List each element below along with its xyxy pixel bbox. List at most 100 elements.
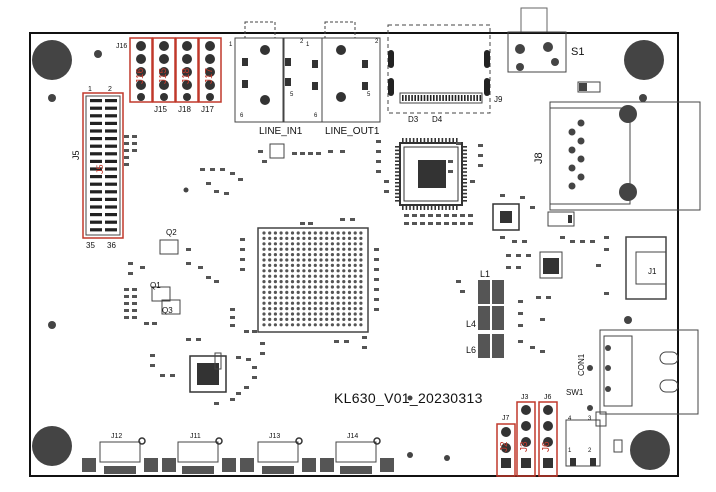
bga-ball <box>296 280 300 284</box>
bga-ball <box>273 317 277 321</box>
smd-component <box>230 398 235 401</box>
bga-ball <box>290 231 295 235</box>
bga-ball <box>296 242 300 246</box>
bga-ball <box>347 274 352 278</box>
bga-ball <box>290 258 295 262</box>
bga-ball <box>347 242 352 246</box>
bga-ball <box>336 253 340 257</box>
bga-ball <box>353 236 357 240</box>
j13-label: J13 <box>269 433 281 440</box>
smd-component <box>420 214 425 217</box>
j9-pin <box>417 95 420 101</box>
smd-component <box>374 248 379 251</box>
bottom-right-headers <box>496 401 558 477</box>
j5-pin <box>90 152 102 156</box>
bottom-connectors <box>99 441 377 463</box>
bga-ball <box>353 263 357 267</box>
smd-component <box>560 236 565 239</box>
bga-ball <box>290 242 295 246</box>
bga-ball <box>268 317 272 321</box>
sw1-mark-2: 2 <box>588 448 592 454</box>
smd-component <box>436 222 441 225</box>
bga-ball <box>319 269 323 273</box>
smd-component <box>230 316 235 319</box>
smd-component <box>604 236 609 239</box>
bga-ball <box>330 274 334 278</box>
bga-ball <box>290 301 295 305</box>
j6-highlight-label: J6 <box>541 441 552 452</box>
smd-component <box>428 214 433 217</box>
bga-ball <box>296 231 300 235</box>
smd-component <box>186 338 191 341</box>
j5-pin <box>105 182 117 186</box>
bga-ball <box>262 312 266 316</box>
mounting-hole-tr <box>624 40 664 80</box>
qfn-lower-left <box>189 355 227 393</box>
j5-pin1-label: 1 <box>88 86 92 93</box>
bga-ball <box>325 242 329 246</box>
j9-label: J9 <box>494 95 503 104</box>
bga-ball <box>353 269 357 273</box>
bga-ball <box>268 236 272 240</box>
bga-ball <box>279 317 283 321</box>
bga-ball <box>359 307 363 311</box>
j5-pin <box>105 213 117 217</box>
bga-ball <box>285 290 289 294</box>
bga-ball <box>308 242 312 246</box>
j9-connector <box>387 24 491 114</box>
smd-component <box>512 240 517 243</box>
qfp-pin <box>395 200 400 202</box>
bga-ball <box>319 280 323 284</box>
bga-ball <box>325 307 329 311</box>
qfp-pin <box>462 171 467 173</box>
smd-component <box>144 322 149 325</box>
smd-component <box>186 262 191 265</box>
smd-component <box>210 168 215 171</box>
bga-ball <box>268 301 272 305</box>
bga-ball <box>336 323 340 327</box>
bga-ball <box>262 247 266 251</box>
soc-bga <box>257 227 369 333</box>
bga-ball <box>336 274 340 278</box>
bga-ball <box>302 285 306 289</box>
j5-pin <box>105 99 117 103</box>
bga-ball <box>308 296 312 300</box>
qfp-pin <box>416 205 418 210</box>
bga-ball <box>302 280 306 284</box>
l1-label: L1 <box>480 269 491 279</box>
bga-ball <box>330 317 334 321</box>
bga-ball <box>290 312 295 316</box>
bga-ball <box>319 323 323 327</box>
smd-component <box>240 258 245 261</box>
smd-component <box>540 318 545 321</box>
j5-pin <box>105 159 117 163</box>
j9-pin <box>402 95 404 101</box>
bga-ball <box>353 285 357 289</box>
qfp-pin <box>441 138 444 143</box>
con1-connector <box>599 329 699 415</box>
smd-component <box>260 342 265 345</box>
j9-pin <box>473 95 475 101</box>
bga-ball <box>290 285 295 289</box>
bga-ball <box>279 301 283 305</box>
smd-component <box>132 142 137 145</box>
bga-ball <box>262 307 266 311</box>
bga-ball <box>359 301 363 305</box>
qfp-pin <box>462 185 467 188</box>
bga-ball <box>347 296 352 300</box>
bga-ball <box>308 231 312 235</box>
j5-pin <box>90 213 102 217</box>
j18-label: J18 <box>178 105 191 114</box>
bga-ball <box>302 258 306 262</box>
j12-label: J12 <box>111 433 123 440</box>
bga-ball <box>262 269 266 273</box>
j9-pin <box>439 95 441 101</box>
qfp-pin <box>456 205 458 210</box>
qfp-pin <box>412 138 415 143</box>
j5-pin <box>105 137 117 141</box>
bga-ball <box>302 290 306 294</box>
bga-ball <box>308 290 312 294</box>
bga-ball <box>273 312 277 316</box>
qfp-pin <box>462 146 467 148</box>
